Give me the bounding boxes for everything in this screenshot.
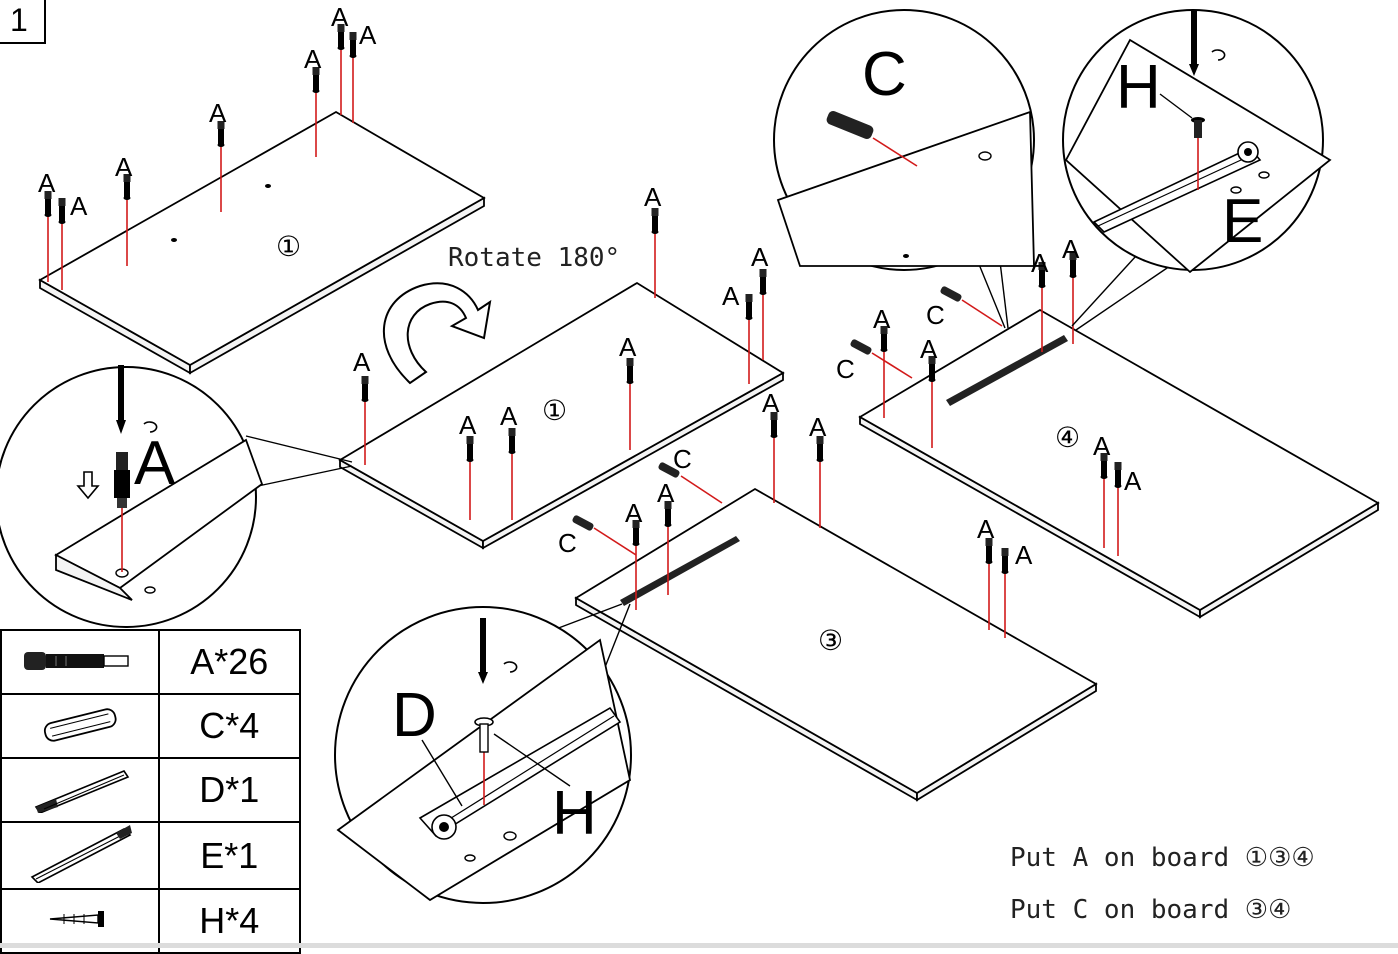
- svg-text:A: A: [70, 191, 88, 221]
- board-1-top: ①: [38, 110, 486, 375]
- svg-text:A: A: [1015, 540, 1033, 570]
- svg-text:A: A: [304, 44, 322, 74]
- board-3-slide-d: [620, 536, 740, 606]
- svg-text:H: H: [552, 779, 597, 848]
- svg-text:A: A: [920, 334, 938, 364]
- svg-text:H: H: [1116, 53, 1161, 122]
- svg-text:C: C: [673, 444, 692, 474]
- svg-text:C: C: [926, 300, 945, 330]
- clockwise-arrow-icon: [503, 661, 518, 673]
- svg-text:A: A: [1124, 466, 1142, 496]
- svg-text:A: A: [722, 281, 740, 311]
- svg-text:C: C: [558, 528, 577, 558]
- down-arrow-icon: [76, 471, 100, 500]
- part-qty: A*26: [157, 629, 302, 695]
- svg-text:A: A: [1093, 431, 1111, 461]
- rotate-180-arrow-icon: [382, 282, 492, 385]
- detail-bubble-c: C: [773, 9, 1035, 329]
- parts-row: E*1: [0, 821, 302, 890]
- svg-text:E: E: [1222, 187, 1263, 256]
- svg-text:A: A: [353, 347, 371, 377]
- svg-text:A: A: [873, 304, 891, 334]
- board-3-labels: A A A A A A C C: [558, 388, 1033, 570]
- board-3: ③: [574, 487, 1098, 802]
- svg-text:A: A: [644, 182, 662, 212]
- wooden-dowel-icon: [43, 707, 117, 742]
- svg-text:A: A: [209, 98, 227, 128]
- svg-text:A: A: [619, 332, 637, 362]
- svg-text:A: A: [134, 429, 176, 498]
- detail-bubble-h-e: H E: [1062, 9, 1332, 331]
- parts-row: A*26: [0, 629, 302, 695]
- svg-text:A: A: [115, 152, 133, 182]
- board-1-a-labels: A A A A A A A: [38, 2, 377, 221]
- svg-text:C: C: [862, 40, 907, 109]
- svg-text:A: A: [809, 412, 827, 442]
- board-1-pins: [44, 24, 357, 290]
- drawer-slide-rail-d-icon: [34, 769, 129, 814]
- svg-text:A: A: [38, 168, 56, 198]
- board-1-flipped-a-labels: A A A A A A A: [353, 182, 769, 440]
- svg-text:A: A: [1031, 248, 1049, 278]
- board-4-pins: [880, 252, 1122, 556]
- board-4-dowels: [850, 286, 1003, 379]
- cam-bolt-icon: [23, 651, 129, 670]
- svg-text:C: C: [836, 354, 855, 384]
- svg-text:A: A: [1062, 234, 1080, 264]
- clockwise-arrow-icon: [1211, 49, 1226, 61]
- svg-text:D: D: [392, 681, 437, 750]
- part-qty: D*1: [157, 757, 302, 823]
- svg-text:A: A: [359, 20, 377, 50]
- clockwise-arrow-icon: [143, 421, 158, 433]
- svg-text:A: A: [762, 388, 780, 418]
- svg-text:A: A: [977, 514, 995, 544]
- board-4: ④: [858, 308, 1380, 619]
- board-4-slide-e: [946, 335, 1068, 406]
- note-line-1: Put A on board ①③④: [1010, 843, 1315, 873]
- svg-text:A: A: [751, 242, 769, 272]
- parts-row: D*1: [0, 757, 302, 823]
- svg-text:A: A: [459, 410, 477, 440]
- svg-text:A: A: [500, 401, 518, 431]
- part-qty: C*4: [157, 693, 302, 759]
- svg-text:A: A: [331, 2, 349, 32]
- parts-row: C*4: [0, 693, 302, 759]
- board-1-flipped: ①: [338, 281, 785, 550]
- drawer-slide-rail-e-icon: [30, 825, 132, 884]
- parts-list-table: A*26 C*4 D*1: [0, 629, 302, 954]
- svg-text:A: A: [657, 478, 675, 508]
- rotate-label: Rotate 180°: [448, 243, 620, 273]
- bottom-divider: [0, 943, 1398, 948]
- step-number: 1: [0, 0, 46, 44]
- board-1-label: ①: [276, 230, 301, 263]
- note-line-2: Put C on board ③④: [1010, 895, 1291, 925]
- board-3-pins: [632, 412, 1009, 638]
- board-4-label: ④: [1055, 421, 1080, 454]
- board-1-flipped-pins: [361, 208, 767, 520]
- part-qty: E*1: [157, 821, 302, 890]
- svg-text:A: A: [625, 498, 643, 528]
- board-3-label: ③: [818, 624, 843, 657]
- board-4-labels: A A A A A A C C: [836, 234, 1142, 496]
- detail-bubble-d-h: D H: [334, 603, 632, 904]
- board-1-flipped-label: ①: [542, 394, 567, 427]
- detail-bubble-a: A: [0, 365, 353, 628]
- board-3-dowels: [572, 462, 723, 556]
- screw-icon: [49, 910, 104, 927]
